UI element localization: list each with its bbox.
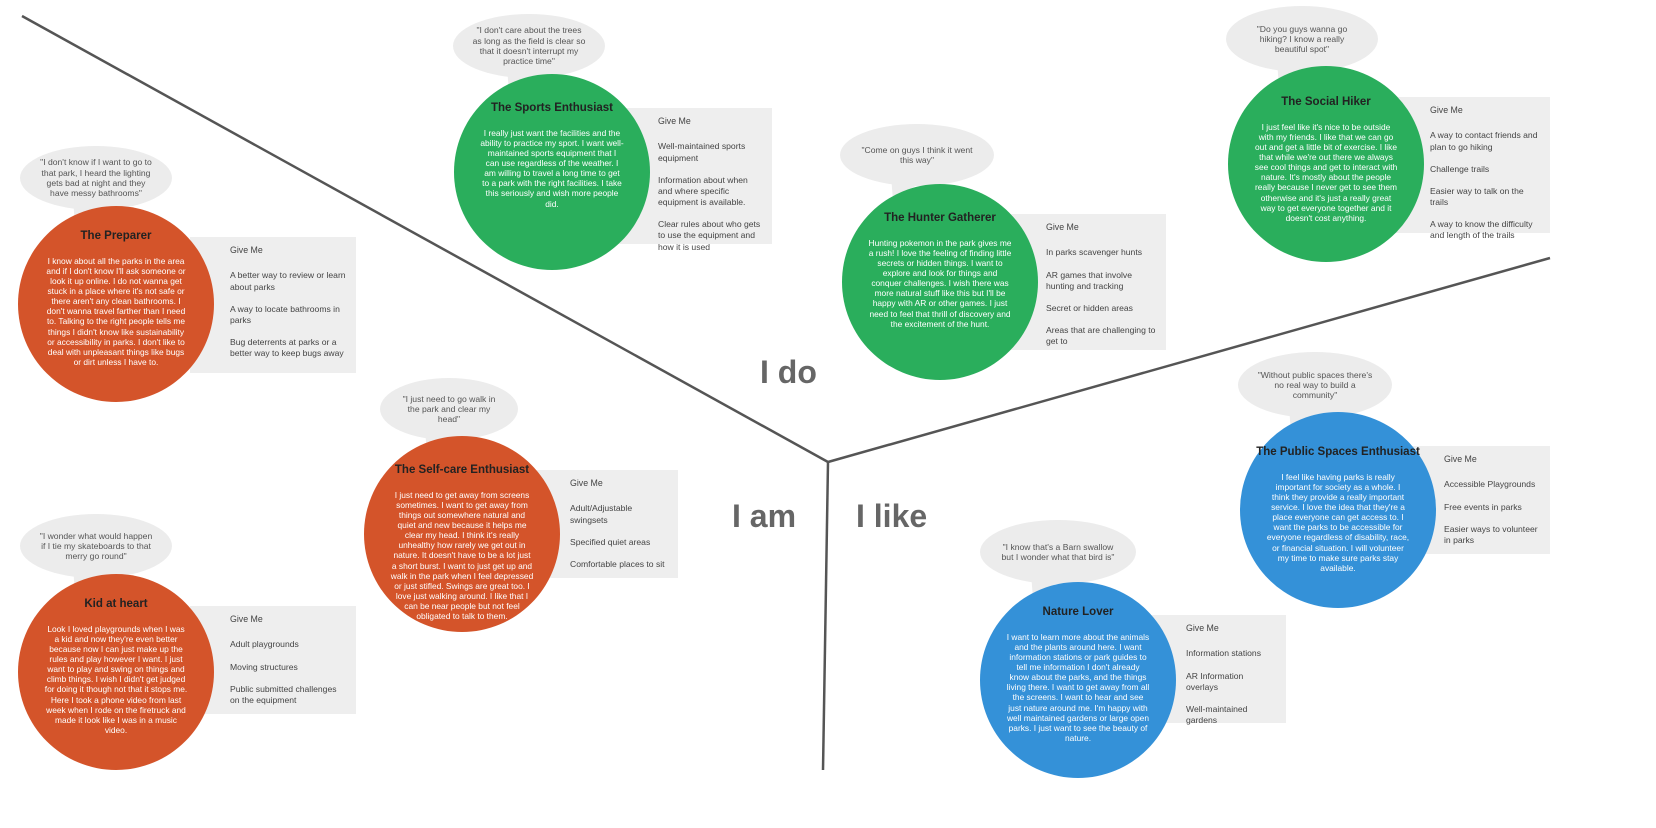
give-me-list: In parks scavenger hunts AR games that i…	[1046, 247, 1156, 347]
give-me-label: Give Me	[230, 245, 263, 255]
divider-line-bottom	[821, 461, 830, 771]
region-label-i-do: I do	[760, 354, 817, 390]
give-me-list: Information stations AR Information over…	[1186, 648, 1276, 726]
persona-title: The Preparer	[80, 230, 152, 242]
give-me-panel: Give Me In parks scavenger hunts AR game…	[1006, 214, 1166, 350]
quote-bubble: "I wonder what would happen if I tie my …	[20, 514, 172, 578]
give-me-list: Adult playgrounds Moving structures Publ…	[230, 639, 346, 706]
give-me-item: AR Information overlays	[1186, 670, 1244, 692]
give-me-item: Specified quiet areas	[570, 536, 651, 547]
quote-bubble: "Do you guys wanna go hiking? I know a r…	[1226, 6, 1378, 72]
give-me-list: Adult/Adjustable swingsets Specified qui…	[570, 503, 668, 570]
give-me-label: Give Me	[658, 116, 691, 126]
give-me-label: Give Me	[230, 614, 263, 624]
persona-description: Look I loved playgrounds when I was a ki…	[44, 624, 188, 735]
give-me-item: Free events in parks	[1444, 501, 1522, 512]
give-me-label: Give Me	[1430, 105, 1463, 115]
give-me-item: Areas that are challenging to get to	[1046, 325, 1156, 347]
give-me-item: Adult/Adjustable swingsets	[570, 503, 633, 525]
persona-title: The Self-care Enthusiast	[394, 464, 530, 476]
persona-circle: The Sports Enthusiast I really just want…	[454, 74, 650, 270]
persona-description: I want to learn more about the animals a…	[1006, 632, 1150, 743]
give-me-item: Information stations	[1186, 648, 1261, 659]
give-me-item: Easier ways to volunteer in parks	[1444, 523, 1538, 545]
persona-title: The Public Spaces Enthusiast	[1256, 446, 1420, 458]
give-me-panel: Give Me A better way to review or learn …	[190, 237, 356, 373]
give-me-item: Moving structures	[230, 661, 298, 672]
persona-circle: The Social Hiker I just feel like it's n…	[1228, 66, 1424, 262]
give-me-label: Give Me	[1444, 454, 1477, 464]
give-me-item: Adult playgrounds	[230, 639, 299, 650]
give-me-item: Well-maintained sports equipment	[658, 141, 746, 163]
give-me-item: A way to know the difficulty and length …	[1430, 219, 1533, 241]
give-me-item: Easier way to talk on the trails	[1430, 185, 1524, 208]
give-me-list: Well-maintained sports equipment Informa…	[658, 141, 762, 252]
persona-title: The Social Hiker	[1281, 96, 1371, 108]
quote-bubble: "Without public spaces there's no real w…	[1238, 352, 1392, 418]
persona-circle: The Hunter Gatherer Hunting pokemon in t…	[842, 184, 1038, 380]
give-me-item: Accessible Playgrounds	[1444, 479, 1536, 490]
give-me-item: Secret or hidden areas	[1046, 302, 1133, 313]
persona-description: Hunting pokemon in the park gives me a r…	[868, 238, 1012, 329]
divider-line-right	[827, 256, 1551, 464]
persona-circle: Nature Lover I want to learn more about …	[980, 582, 1176, 778]
persona-circle: The Self-care Enthusiast I just need to …	[364, 436, 560, 632]
divider-line-upper-left	[21, 14, 829, 464]
give-me-list: Accessible Playgrounds Free events in pa…	[1444, 479, 1540, 546]
give-me-item: Challenge trails	[1430, 163, 1490, 174]
persona-description: I know about all the parks in the area a…	[46, 256, 186, 367]
region-label-i-like: I like	[856, 498, 928, 534]
persona-description: I really just want the facilities and th…	[480, 128, 624, 209]
persona-circle: The Public Spaces Enthusiast I feel like…	[1240, 412, 1436, 608]
persona-circle: Kid at heart Look I loved playgrounds wh…	[18, 574, 214, 770]
persona-circle: The Preparer I know about all the parks …	[18, 206, 214, 402]
give-me-item: In parks scavenger hunts	[1046, 247, 1143, 258]
persona-description: I just need to get away from screens som…	[390, 490, 534, 621]
give-me-item: Well-maintained gardens	[1186, 703, 1248, 726]
persona-description: I just feel like it's nice to be outside…	[1254, 122, 1398, 223]
persona-title: Kid at heart	[84, 598, 148, 610]
persona-title: The Sports Enthusiast	[490, 102, 614, 114]
give-me-panel: Give Me Adult playgrounds Moving structu…	[190, 606, 356, 714]
give-me-item: Bug deterrents at parks or a better way …	[230, 337, 344, 359]
give-me-item: A way to contact friends and plan to go …	[1430, 130, 1538, 152]
give-me-list: A better way to review or learn about pa…	[230, 270, 346, 359]
give-me-item: Comfortable places to sit	[570, 558, 665, 569]
give-me-item: A better way to review or learn about pa…	[230, 270, 346, 292]
quote-bubble: "I just need to go walk in the park and …	[380, 378, 518, 440]
give-me-label: Give Me	[1186, 623, 1219, 633]
region-label-i-am: I am	[732, 498, 797, 534]
give-me-label: Give Me	[570, 478, 603, 488]
give-me-item: AR games that involve hunting and tracki…	[1046, 269, 1132, 291]
quote-bubble: "I don't know if I want to go to that pa…	[20, 146, 172, 210]
give-me-label: Give Me	[1046, 222, 1079, 232]
persona-title: The Hunter Gatherer	[884, 212, 996, 224]
give-me-item: Public submitted challenges on the equip…	[230, 683, 337, 705]
quote-bubble: "I know that's a Barn swallow but I wond…	[980, 520, 1136, 584]
persona-title: Nature Lover	[1042, 606, 1114, 618]
give-me-item: A way to locate bathrooms in parks	[230, 303, 340, 325]
give-me-item: Clear rules about who gets to use the eq…	[658, 219, 761, 252]
persona-description: I feel like having parks is really impor…	[1266, 472, 1410, 573]
quote-bubble: "I don't care about the trees as long as…	[453, 14, 605, 78]
give-me-list: A way to contact friends and plan to go …	[1430, 130, 1540, 241]
give-me-item: Information about when and where specifi…	[658, 174, 748, 208]
quote-bubble: "Come on guys I think it went this way"	[840, 124, 994, 186]
